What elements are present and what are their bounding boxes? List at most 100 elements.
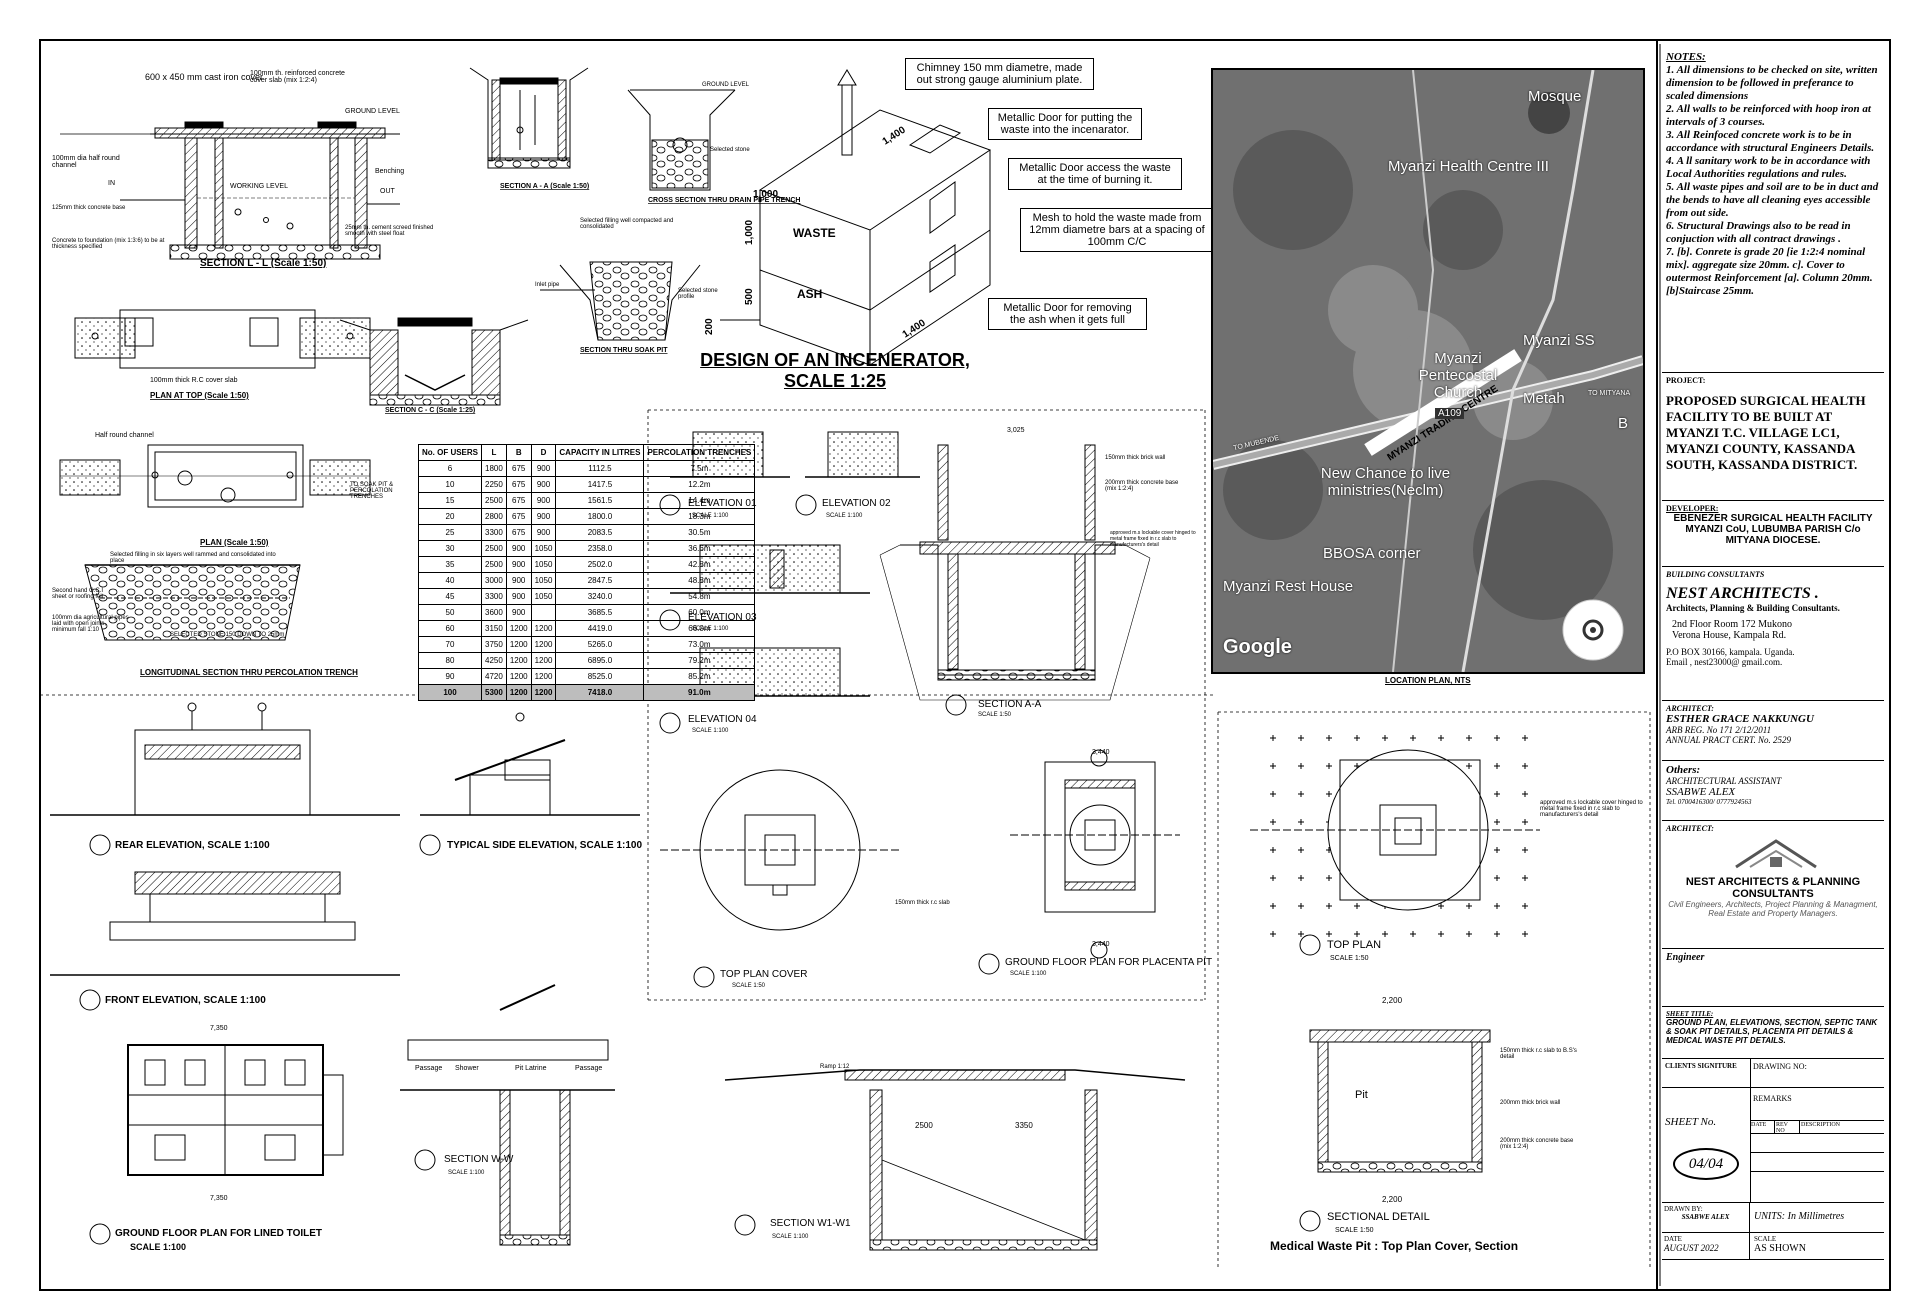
medical-note-slab: 150mm thick r.c slab to B.S's detail xyxy=(1500,1048,1577,1060)
room-passage-2: Passage xyxy=(575,1065,602,1072)
section-ww-label: SECTION W-W xyxy=(444,1154,514,1165)
incinerator-title: DESIGN OF AN INCENERATOR, SCALE 1:25 xyxy=(700,350,970,391)
caption-soak-pit: SECTION THRU SOAK PIT xyxy=(580,347,668,354)
medical-sectional-label: SECTIONAL DETAIL xyxy=(1327,1211,1430,1223)
placenta-section-aa-label: SECTION A-A xyxy=(978,699,1042,710)
incinerator-dim-2: 500 xyxy=(744,288,755,305)
medical-pit-label: Pit xyxy=(1355,1089,1368,1101)
notes-list: 1. All dimensions to be checked on site,… xyxy=(1666,64,1880,298)
note-cover-slab: 100mm thick R.C cover slab xyxy=(150,377,238,384)
note-soak: TO SOAK PIT & PERCOLATION TRENCHES xyxy=(350,482,394,500)
note-stone-profile: Selected stone profile xyxy=(678,288,718,300)
percolation-trench xyxy=(84,564,301,641)
placenta-note-base: 200mm thick concrete base (mix 1:2:4) xyxy=(1105,480,1179,492)
logo-box: ARCHITECT: NEST ARCHITECTS & PLANNING CO… xyxy=(1662,821,1884,949)
placenta-ground-floor-plan xyxy=(978,749,1180,975)
section-w1-label: SECTION W1-W1 xyxy=(770,1218,851,1229)
medical-dim-bottom: 2,200 xyxy=(1382,1195,1403,1204)
sheet-number-badge: 04/04 xyxy=(1673,1148,1739,1180)
incinerator-dim-4: 1,400 xyxy=(881,124,908,147)
map-place-health-centre: Myanzi Health Centre III xyxy=(1388,158,1549,175)
incinerator-dim-1: 1,000 xyxy=(744,220,755,245)
map-place-metah: Metah xyxy=(1523,390,1565,407)
map-layers-button[interactable] xyxy=(1528,92,1570,134)
placenta-note-wall: 150mm thick brick wall xyxy=(1105,455,1166,461)
caption-section-ll: SECTION L - L (Scale 1:50) xyxy=(200,258,326,269)
medical-dim-top: 2,200 xyxy=(1382,996,1403,1005)
caption-plan-top: PLAN AT TOP (Scale 1:50) xyxy=(150,391,249,400)
chimney-note: Chimney 150 mm diametre, made out strong… xyxy=(905,58,1094,90)
project-box: PROJECT: PROPOSED SURGICAL HEALTH FACILI… xyxy=(1662,373,1884,501)
caption-drain-trench: CROSS SECTION THRU DRAIN PIPE TRENCH xyxy=(648,197,800,204)
engineer-box: Engineer xyxy=(1662,949,1884,1007)
caption-percolation: LONGITUDINAL SECTION THRU PERCOLATION TR… xyxy=(140,668,358,677)
map-place-church: Myanzi Pentecostal Church xyxy=(1418,350,1498,401)
toilet-side-elevation xyxy=(419,712,640,856)
soak-pit-section xyxy=(540,261,701,341)
others-box: Others: ARCHITECTURAL ASSISTANT SSABWE A… xyxy=(1662,761,1884,821)
room-passage-1: Passage xyxy=(415,1065,442,1072)
map-google-logo: Google xyxy=(1223,636,1292,658)
elevation-04-label: ELEVATION 04 xyxy=(688,714,757,725)
toilet-ground-floor-plan xyxy=(89,1044,344,1245)
map-place-rest-house: Myanzi Rest House xyxy=(1223,578,1354,595)
date-box: DATE AUGUST 2022 SCALE AS SHOWN xyxy=(1662,1233,1884,1260)
septic-plan xyxy=(59,444,371,508)
w1-dim-2: 3350 xyxy=(1015,1121,1033,1130)
medical-note-cover: approved m.s lockable cover hinged to me… xyxy=(1540,800,1643,818)
svg-text:SCALE 1:50: SCALE 1:50 xyxy=(1335,1227,1374,1234)
svg-text:SCALE 1:100: SCALE 1:100 xyxy=(826,513,863,519)
placenta-dim-plan-bottom: 3,440 xyxy=(1092,941,1110,948)
map-locate-button[interactable] xyxy=(1563,600,1623,660)
note-filling-2: Selected filling well compacted and cons… xyxy=(580,218,674,230)
septic-section-ll xyxy=(60,121,400,260)
drain-trench-section xyxy=(627,89,736,191)
toilet-dim-top: 7,350 xyxy=(210,1025,228,1032)
door-remove-note: Metallic Door for removing the ash when … xyxy=(988,298,1147,330)
mesh-note: Mesh to hold the waste made from 12mm di… xyxy=(1020,208,1214,252)
toilet-front-elevation xyxy=(50,871,400,1011)
placenta-note-slab: 150mm thick r.c slab xyxy=(895,900,950,906)
map-place-new-chance: New Chance to live ministries(Neclm) xyxy=(1320,465,1451,499)
placenta-note-cover: approved m.s lockable cover hinged to me… xyxy=(1110,530,1196,548)
note-half-channel: Half round channel xyxy=(95,432,154,439)
room-pit-latrine: Pit Latrine xyxy=(515,1065,547,1072)
placenta-ground-floor-label: GROUND FLOOR PLAN FOR PLACENTA PIT xyxy=(1005,957,1212,968)
medical-pit-top-plan xyxy=(1250,722,1540,957)
caption-section-aa: SECTION A - A (Scale 1:50) xyxy=(500,183,589,190)
incinerator-dim-3: 200 xyxy=(704,318,715,335)
medical-pit-section xyxy=(1299,1029,1491,1232)
note-item: 2. All walls to be reinforced with hoop … xyxy=(1666,103,1871,128)
location-plan-caption: LOCATION PLAN, NTS xyxy=(1385,676,1471,685)
location-map[interactable]: Mosque Myanzi Health Centre III Myanzi S… xyxy=(1211,68,1645,674)
note-concrete: Concrete to foundation (mix 1:3:6) to be… xyxy=(52,238,165,250)
toilet-section-ww xyxy=(400,984,615,1246)
toilet-dim-bottom: 7,350 xyxy=(210,1195,228,1202)
drawn-by-box: DRAWN BY: SSABWE ALEX UNITS: In Millimet… xyxy=(1662,1203,1884,1233)
medical-top-plan-label: TOP PLAN xyxy=(1327,939,1381,951)
note-item: 4. A ll sanitary work to be in accordanc… xyxy=(1666,155,1871,180)
front-elevation-label: FRONT ELEVATION, SCALE 1:100 xyxy=(105,995,266,1006)
note-item: 1. All dimensions to be checked on site,… xyxy=(1666,64,1878,102)
sheet-number-box: CLIENTS SIGNITURE SHEET No. 04/04 DRAWIN… xyxy=(1662,1059,1884,1203)
incinerator-dim-0: 1,000 xyxy=(753,189,778,200)
toilet-ground-floor-label: GROUND FLOOR PLAN FOR LINED TOILET xyxy=(115,1228,322,1239)
placenta-top-plan-cover xyxy=(660,769,900,988)
map-road-a109: A109 xyxy=(1435,408,1465,419)
w1-dim-1: 2500 xyxy=(915,1121,933,1130)
note-base: 125mm thick concrete base xyxy=(52,205,126,211)
note-benching: Benching xyxy=(375,168,405,175)
ramp-label: Ramp 1:12 xyxy=(820,1064,850,1070)
svg-text:SCALE 1:100: SCALE 1:100 xyxy=(130,1242,186,1252)
notes-box: NOTES: 1. All dimensions to be checked o… xyxy=(1662,48,1884,373)
